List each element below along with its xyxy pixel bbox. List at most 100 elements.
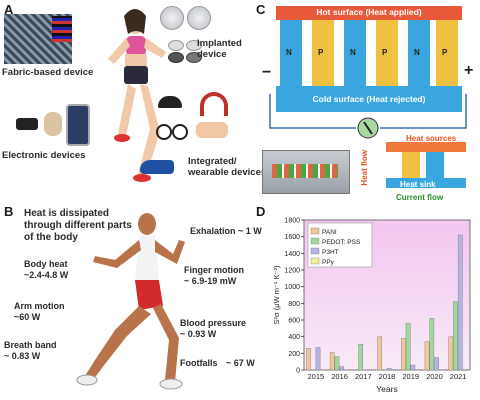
fabric-device-label: Fabric-based device: [2, 67, 94, 78]
bar-pani: [329, 352, 335, 371]
arm-motion-value: ~60 W: [14, 312, 41, 322]
exhalation-label: Exhalation: [190, 226, 236, 236]
legend-swatch: [310, 227, 320, 235]
y-axis-label: S²σ (μW m⁻¹ K⁻²): [272, 265, 281, 324]
runner-woman-image: [108, 9, 166, 182]
x-tick-label: 2021: [450, 372, 467, 381]
body-heat-label: Body heat: [24, 259, 68, 269]
legend-label: PPy: [322, 259, 335, 266]
leg-p-2: P: [382, 48, 388, 57]
blood-pressure-label: Blood pressure: [180, 318, 247, 328]
bar-pedot-pss: [334, 356, 340, 371]
exhalation-value: ~ 1 W: [238, 226, 262, 236]
runner-man-image: [76, 213, 185, 390]
finger-motion-value: ~ 6.9-19 mW: [184, 276, 237, 286]
minus-terminal: −: [262, 64, 272, 81]
y-tick-label: 800: [288, 301, 300, 308]
electronic-devices-label: Electronic devices: [2, 150, 86, 161]
pill-icon: [186, 40, 202, 51]
circuit-wire: [269, 94, 467, 139]
x-tick-label: 2020: [426, 372, 443, 381]
current-flow-label: Current flow: [396, 193, 444, 202]
implanted-device-label: Implanted device: [197, 38, 242, 60]
bar-pedot-pss: [358, 343, 364, 371]
footfalls-label: Footfalls: [180, 358, 218, 368]
x-tick-label: 2019: [402, 372, 419, 381]
legend-swatch: [310, 237, 320, 245]
heat-dissipation-heading: Heat is dissipated through different par…: [24, 208, 132, 243]
glasses-icon: [172, 124, 188, 140]
x-tick-label: 2018: [379, 372, 396, 381]
bar-p3ht: [315, 347, 321, 371]
x-tick-label: 2016: [331, 372, 348, 381]
panel-b-letter: B: [4, 204, 14, 219]
implant-icon: [187, 6, 211, 30]
wearable-devices-label: Integrated/ wearable devices: [188, 156, 267, 178]
x-axis-label: Years: [376, 384, 397, 394]
y-tick-label: 0: [296, 368, 300, 375]
plus-terminal: +: [464, 62, 474, 79]
cap-icon: [158, 96, 182, 108]
hot-surface-plate: [276, 6, 462, 20]
bar-pani: [448, 336, 454, 371]
y-tick-label: 1000: [284, 284, 300, 291]
y-tick-label: 1800: [284, 218, 300, 225]
y-tick-label: 1400: [284, 251, 300, 258]
legend-swatch: [310, 257, 320, 265]
blood-pressure-value: ~ 0.93 W: [180, 329, 217, 339]
bar-pani: [424, 341, 430, 371]
bar-pedot-pss: [453, 301, 458, 371]
legend-swatch: [310, 247, 320, 255]
pacemaker-icon: [160, 6, 184, 30]
panel-c-letter: C: [256, 2, 266, 17]
heat-sink-label: Heat sink: [400, 180, 436, 189]
headphones-icon: [200, 92, 228, 116]
bar-pedot-pss: [405, 323, 411, 371]
leg-n-3: N: [414, 48, 420, 57]
panel-a-letter: A: [4, 2, 14, 17]
shoe-icon: [140, 160, 174, 174]
bar-p3ht: [339, 366, 345, 371]
heat-sources-label: Heat sources: [406, 134, 457, 143]
leg-n-2: N: [350, 48, 356, 57]
y-tick-label: 1600: [284, 234, 300, 241]
panel-d-letter: D: [256, 204, 266, 219]
heat-sink-inset: [372, 138, 472, 194]
pill-icon: [186, 52, 202, 63]
hot-surface-label: Hot surface (Heat applied): [316, 7, 422, 17]
leg-n-1: N: [286, 48, 292, 57]
legend-label: PANI: [322, 229, 337, 236]
leg-p-3: P: [442, 48, 448, 57]
body-heat-value: ~2.4-4.8 W: [24, 270, 69, 280]
arm-sleeve-icon: [196, 122, 228, 138]
bar-pani: [377, 336, 382, 371]
smartphone-icon: [66, 104, 90, 146]
pill-icon: [168, 52, 184, 63]
x-tick-label: 2015: [308, 372, 325, 381]
thermoelectric-legs: [276, 20, 462, 86]
arm-motion-label: Arm motion: [14, 301, 65, 311]
cold-surface-label: Cold surface (Heat rejected): [312, 94, 426, 104]
bar-p3ht: [434, 357, 439, 371]
pill-icon: [168, 40, 184, 51]
finger-motion-label: Finger motion: [184, 265, 244, 275]
y-tick-label: 600: [288, 318, 300, 325]
y-tick-label: 1200: [284, 268, 300, 275]
bar-pedot-pss: [429, 318, 435, 371]
hearing-aid-icon: [44, 112, 62, 136]
cold-surface-plate: [276, 86, 462, 112]
leg-p-1: P: [318, 48, 324, 57]
fabric-image-detail: [52, 16, 72, 42]
bar-pani: [401, 338, 406, 371]
y-tick-label: 400: [288, 334, 300, 341]
bar-p3ht: [410, 364, 416, 371]
heat-flow-label: Heat flow: [360, 150, 369, 186]
legend-label: PEDOT: PSS: [322, 239, 361, 246]
te-module-legs: [272, 164, 338, 178]
bar-p3ht: [457, 234, 463, 371]
bar-p3ht: [386, 368, 392, 371]
breath-band-value: ~ 0.83 W: [4, 351, 41, 361]
x-tick-label: 2017: [355, 372, 372, 381]
fitness-band-icon: [16, 118, 38, 130]
